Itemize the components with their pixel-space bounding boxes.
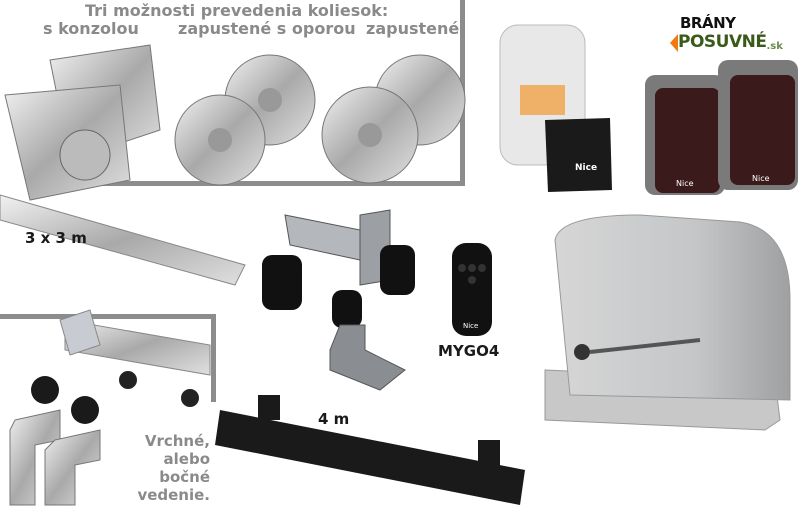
logo-suffix: .sk [766,41,783,52]
rail-length-label: 3 x 3 m [25,229,87,247]
guide-label-line: vedenie. [137,486,210,504]
wheel-option-recessed: zapustené [366,19,460,38]
wheel-support-icon [174,54,316,186]
guide-label: Vrchné, alebo bočné vedenie. [130,432,210,504]
remote-model-label: MYGO4 [438,342,500,360]
wheel-bracket-icon [4,44,161,201]
divider-guide-top [0,314,216,319]
divider-bottom-top [92,181,465,186]
wheel-option-bracket: s konzolou [43,19,139,38]
brany-posuvne-logo: BRÁNY POSUVNÉ .sk [670,14,783,52]
photocell-brand-2: Nice [752,174,770,183]
rail-icon [0,194,246,286]
guide-roller-icon [9,309,211,506]
remote-brand: Nice [463,322,479,330]
wheel-recessed-icon [321,54,466,184]
rack-length-label: 4 m [318,410,350,428]
guide-label-line: bočné [159,468,210,486]
stopper-bracket-icon [262,209,415,391]
logo-arrow-icon [670,34,678,52]
photocell-icon [645,60,798,195]
remote-control-icon [452,243,492,336]
photocell-brand-1: Nice [676,179,694,188]
logo-line1: BRÁNY [680,14,736,32]
flashing-lamp-icon [499,24,612,192]
guide-label-line: Vrchné, [144,432,210,450]
gate-motor-icon [544,214,791,431]
divider-guide-right [211,314,216,402]
logo-line2: POSUVNÉ [678,32,767,52]
wheels-title: Tri možnosti prevedenia koliesok: [85,1,389,20]
guide-label-line: alebo [163,450,210,468]
lamp-brand: Nice [575,163,598,173]
wheel-option-support: zapustené s oporou [178,19,356,38]
gear-rack-icon [215,395,525,505]
